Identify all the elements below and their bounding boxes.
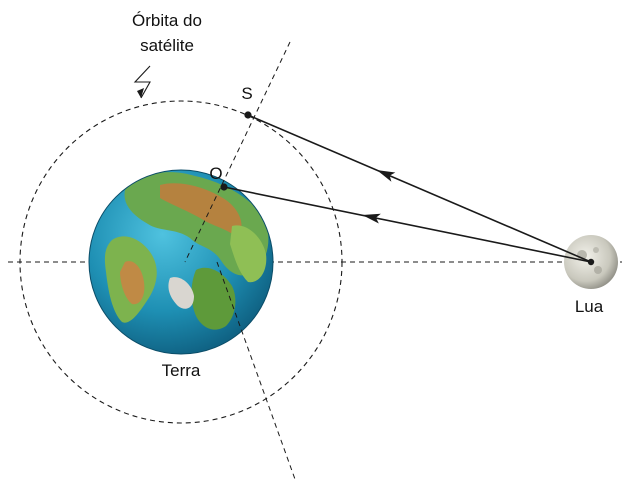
earth-label: Terra <box>162 361 201 380</box>
arrow-icon-ray-o <box>362 213 381 224</box>
point-o-marker <box>220 183 228 191</box>
satellite-orbit <box>19 100 343 424</box>
point-o-label: O <box>209 164 222 183</box>
moon-center-marker <box>587 258 595 266</box>
ray-moon-to-o <box>223 186 592 263</box>
leader-arrow-icon <box>137 88 144 98</box>
tilted-axis-lower <box>216 261 297 483</box>
ray-moon-to-s <box>247 114 592 263</box>
earth-globe <box>88 169 274 355</box>
tilted-axis <box>184 41 291 263</box>
point-s-label: S <box>241 84 252 103</box>
moon-label: Lua <box>575 297 604 316</box>
point-s-marker <box>244 111 252 119</box>
orbit-label-line2: satélite <box>140 36 194 55</box>
arrow-icon-ray-s <box>376 170 396 182</box>
orbit-label-line1: Órbita do <box>132 11 202 30</box>
orbit-label-leader <box>133 65 151 99</box>
